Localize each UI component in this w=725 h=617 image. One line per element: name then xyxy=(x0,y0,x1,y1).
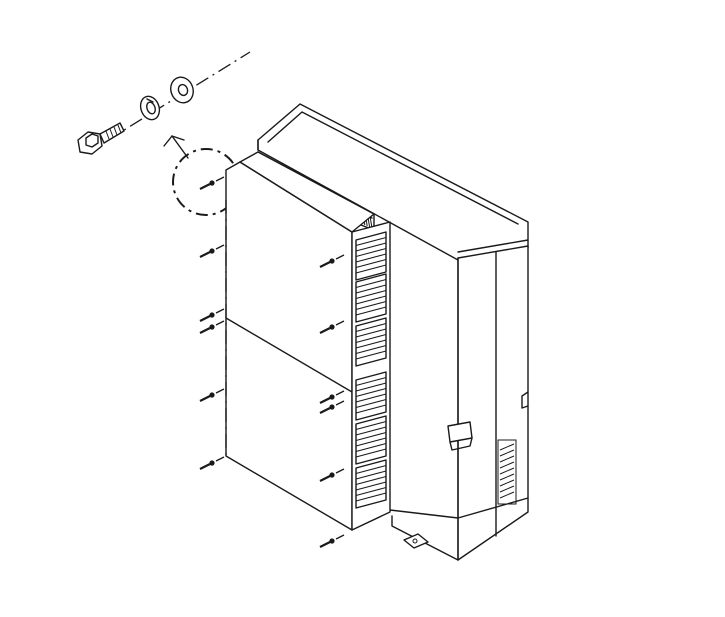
spring-washer-icon xyxy=(139,95,161,121)
grille-slot xyxy=(355,231,387,281)
outdoor-unit-body xyxy=(257,103,529,561)
side-vent xyxy=(497,439,517,505)
screw-icon xyxy=(199,244,225,258)
screw-icon xyxy=(319,400,345,414)
screw-set xyxy=(199,176,345,548)
grille-slot xyxy=(355,459,387,509)
grille-slot xyxy=(355,371,387,421)
grille-slot xyxy=(355,317,387,367)
screw-icon xyxy=(319,320,345,334)
screw-icon xyxy=(319,390,345,404)
screw-icon xyxy=(199,456,225,470)
screw-icon xyxy=(199,176,225,190)
screw-icon xyxy=(319,534,345,548)
flat-washer-icon xyxy=(170,76,194,104)
screw-icon xyxy=(199,308,225,322)
hex-bolt-icon xyxy=(77,122,125,155)
screw-icon xyxy=(199,388,225,402)
screw-icon xyxy=(319,468,345,482)
grille-slot xyxy=(355,273,387,323)
arrow-icon xyxy=(163,135,189,159)
side-grille-frame xyxy=(351,221,391,531)
screw-icon xyxy=(319,254,345,268)
screw-icon xyxy=(199,320,225,334)
grille-slot xyxy=(355,415,387,465)
front-panel xyxy=(225,151,375,531)
